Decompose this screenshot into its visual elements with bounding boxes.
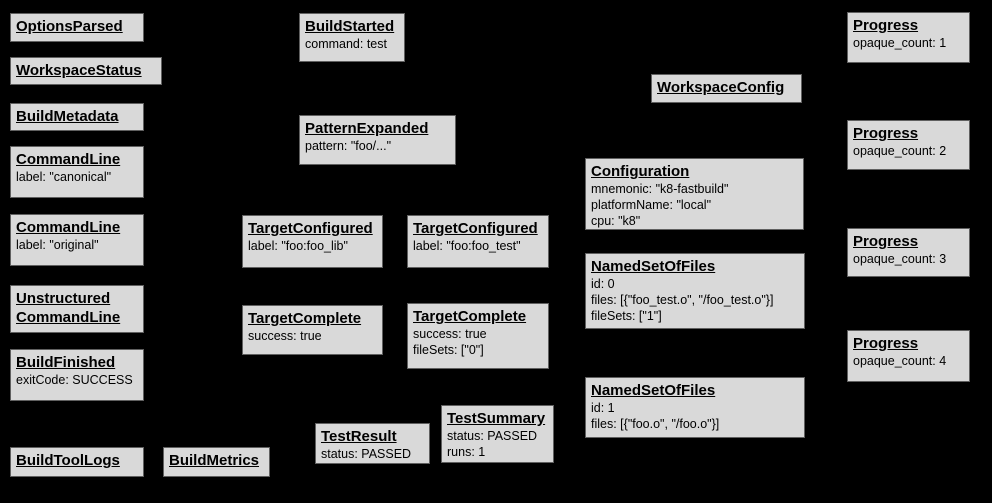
node-unstructured-command-line: Unstructured CommandLine (10, 285, 144, 333)
node-attributes: status: PASSED (321, 447, 412, 461)
node-title: BuildStarted (305, 18, 395, 35)
node-attributes: label: "canonical" (16, 170, 112, 184)
node-options-parsed: OptionsParsed (10, 13, 144, 42)
node-attributes: opaque_count: 3 (853, 252, 947, 266)
node-named-set-of-files-0: NamedSetOfFiles id: 0 files: [{"foo_test… (585, 253, 805, 329)
node-build-finished: BuildFinished exitCode: SUCCESS (10, 349, 144, 401)
node-title: BuildMetadata (16, 108, 119, 125)
node-named-set-of-files-1: NamedSetOfFiles id: 1 files: [{"foo.o", … (585, 377, 805, 438)
node-title: TargetComplete (413, 308, 527, 325)
node-attributes: mnemonic: "k8-fastbuild" platformName: "… (591, 182, 729, 228)
node-title: BuildMetrics (169, 452, 260, 469)
node-attributes: exitCode: SUCCESS (16, 373, 133, 387)
node-title: WorkspaceConfig (657, 79, 785, 96)
node-title: NamedSetOfFiles (591, 382, 716, 399)
node-title: TestSummary (447, 410, 546, 427)
node-command-line-canonical: CommandLine label: "canonical" (10, 146, 144, 198)
node-title: TargetConfigured (413, 220, 538, 237)
node-progress-4: Progress opaque_count: 4 (847, 330, 970, 382)
node-attributes: label: "foo:foo_lib" (248, 239, 348, 253)
node-title: Unstructured CommandLine (16, 290, 121, 326)
node-attributes: label: "original" (16, 238, 99, 252)
node-command-line-original: CommandLine label: "original" (10, 214, 144, 266)
node-title: BuildFinished (16, 354, 116, 371)
node-build-metadata: BuildMetadata (10, 103, 144, 131)
node-attributes: success: true fileSets: ["0"] (413, 327, 487, 357)
node-attributes: id: 0 files: [{"foo_test.o", "/foo_test.… (591, 277, 774, 323)
node-title: CommandLine (16, 219, 121, 236)
node-attributes: command: test (305, 37, 387, 51)
node-attributes: opaque_count: 1 (853, 36, 947, 50)
node-title: Configuration (591, 163, 690, 180)
node-attributes: opaque_count: 4 (853, 354, 947, 368)
node-title: PatternExpanded (305, 120, 429, 137)
node-build-tool-logs: BuildToolLogs (10, 447, 144, 477)
node-title: WorkspaceStatus (16, 62, 142, 79)
node-pattern-expanded: PatternExpanded pattern: "foo/..." (299, 115, 456, 165)
node-progress-3: Progress opaque_count: 3 (847, 228, 970, 277)
node-attributes: opaque_count: 2 (853, 144, 947, 158)
node-title: NamedSetOfFiles (591, 258, 716, 275)
node-workspace-status: WorkspaceStatus (10, 57, 162, 85)
node-title: TargetComplete (248, 310, 362, 327)
node-attributes: success: true (248, 329, 322, 343)
node-test-summary: TestSummary status: PASSED runs: 1 (441, 405, 554, 463)
node-title: Progress (853, 233, 919, 250)
node-build-metrics: BuildMetrics (163, 447, 270, 477)
node-attributes: id: 1 files: [{"foo.o", "/foo.o"}] (591, 401, 720, 431)
node-target-complete-foo-test: TargetComplete success: true fileSets: [… (407, 303, 549, 369)
node-configuration: Configuration mnemonic: "k8-fastbuild" p… (585, 158, 804, 230)
node-attributes: pattern: "foo/..." (305, 139, 392, 153)
node-title: TargetConfigured (248, 220, 373, 237)
node-progress-2: Progress opaque_count: 2 (847, 120, 970, 170)
node-title: CommandLine (16, 151, 121, 168)
node-title: Progress (853, 335, 919, 352)
node-build-started: BuildStarted command: test (299, 13, 405, 62)
node-test-result: TestResult status: PASSED (315, 423, 430, 464)
node-attributes: status: PASSED runs: 1 (447, 429, 538, 459)
node-target-complete-foo-lib: TargetComplete success: true (242, 305, 383, 355)
node-title: Progress (853, 17, 919, 34)
node-title: Progress (853, 125, 919, 142)
node-workspace-config: WorkspaceConfig (651, 74, 802, 103)
node-title: BuildToolLogs (16, 452, 120, 469)
node-title: OptionsParsed (16, 18, 123, 35)
node-target-configured-foo-test: TargetConfigured label: "foo:foo_test" (407, 215, 549, 268)
node-attributes: label: "foo:foo_test" (413, 239, 521, 253)
node-title: TestResult (321, 428, 397, 445)
node-target-configured-foo-lib: TargetConfigured label: "foo:foo_lib" (242, 215, 383, 268)
node-progress-1: Progress opaque_count: 1 (847, 12, 970, 63)
